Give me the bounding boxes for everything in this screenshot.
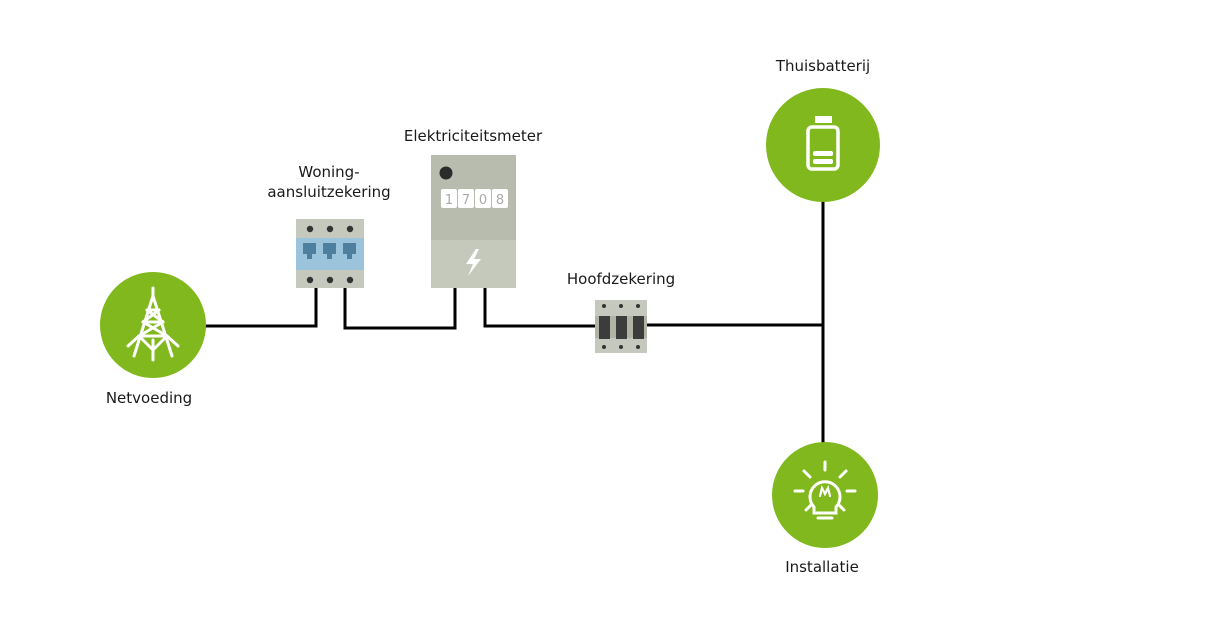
house-fuse-label-line1: Woning-	[298, 163, 359, 181]
node-grid: Netvoeding	[100, 272, 206, 407]
main-breaker-icon	[595, 300, 647, 353]
grid-circle	[100, 272, 206, 378]
meter-label: Elektriciteitsmeter	[404, 127, 543, 145]
battery-label: Thuisbatterij	[775, 57, 870, 75]
installation-label: Installatie	[785, 558, 859, 576]
meter-digit-4: 8	[496, 193, 504, 208]
node-battery: Thuisbatterij	[766, 57, 880, 202]
wires	[205, 195, 825, 445]
main-fuse-label: Hoofdzekering	[567, 270, 675, 288]
node-installation: Installatie	[772, 442, 878, 576]
lightbulb-icon	[793, 460, 857, 520]
lightning-bolt-icon	[466, 249, 481, 276]
node-main-fuse: Hoofdzekering	[567, 270, 675, 353]
grid-label: Netvoeding	[106, 389, 192, 407]
wire-house-fuse-to-meter	[343, 288, 457, 330]
wire-grid-to-house-fuse	[205, 288, 318, 328]
battery-circle	[766, 88, 880, 202]
three-pole-fuse-icon	[296, 219, 364, 288]
node-house-fuse: Woning- aansluitzekering	[267, 163, 391, 288]
transmission-tower-icon	[126, 286, 180, 362]
wire-meter-to-main-fuse	[483, 288, 596, 328]
meter-display: 1 7 0 8	[441, 189, 508, 208]
electricity-meter-icon: 1 7 0 8	[431, 155, 516, 288]
battery-icon	[806, 116, 840, 171]
meter-digit-1: 1	[445, 193, 453, 208]
house-fuse-label-line2: aansluitzekering	[267, 183, 390, 201]
meter-digit-3: 0	[479, 193, 487, 208]
node-meter: Elektriciteitsmeter 1 7 0 8	[404, 127, 543, 288]
meter-indicator-light	[439, 166, 453, 180]
meter-digit-2: 7	[462, 193, 470, 208]
